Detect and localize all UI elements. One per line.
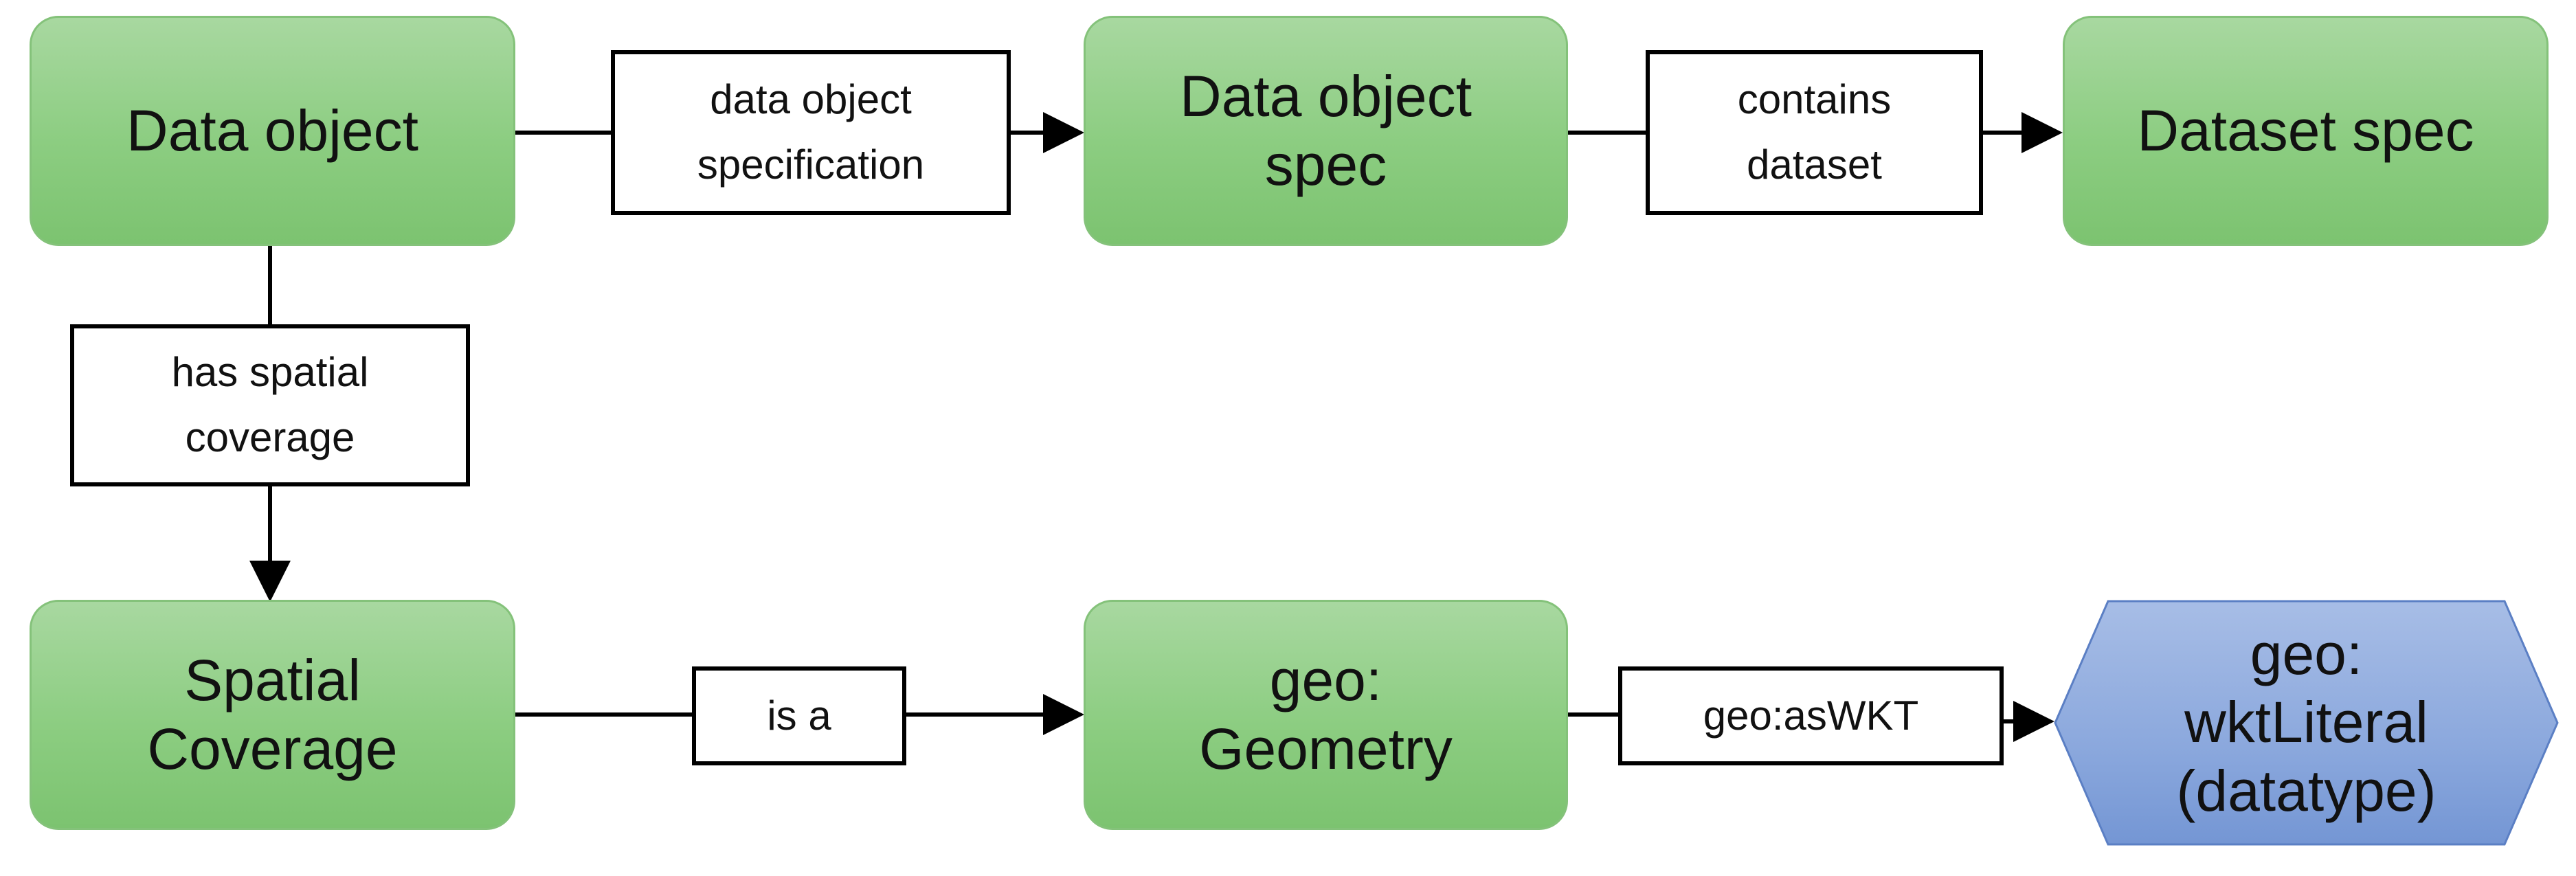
node-geo-wktliteral: geo: wktLiteral (datatype): [2053, 599, 2560, 846]
datatype-hexagon-shape: [2054, 600, 2559, 846]
node-geo-geometry: geo: Geometry: [1084, 600, 1568, 830]
edge-label-geo-as-wkt: geo:asWKT: [1618, 666, 2004, 765]
edge-label-data-object-specification: data object specification: [611, 50, 1011, 215]
node-dataset-spec: Dataset spec: [2063, 16, 2549, 246]
node-data-object: Data object: [30, 16, 515, 246]
node-spatial-coverage: Spatial Coverage: [30, 600, 515, 830]
edge-label-is-a: is a: [692, 666, 906, 765]
edge-label-has-spatial-coverage: has spatial coverage: [70, 324, 470, 486]
datatype-label: geo: wktLiteral (datatype): [2176, 622, 2437, 823]
edge-label-contains-dataset: contains dataset: [1646, 50, 1983, 215]
node-data-object-spec: Data object spec: [1084, 16, 1568, 246]
